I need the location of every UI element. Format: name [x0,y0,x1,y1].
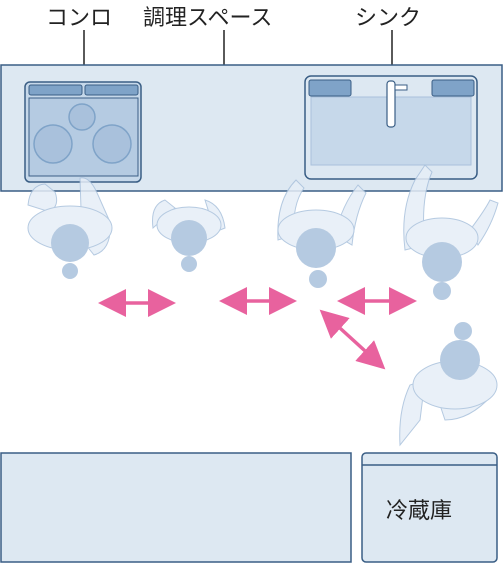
prep-space-label: 調理スペース [143,6,273,31]
person-4 [403,164,499,300]
sink-label: シンク [355,6,422,31]
person-1 [27,177,113,279]
stove [24,81,142,183]
fridge-label: 冷蔵庫 [386,499,453,524]
refrigerator [361,452,498,563]
sink [304,75,478,180]
person-3 [277,179,367,288]
bottom-counter [0,452,352,563]
stove-label: コンロ [46,6,113,31]
movement-arrows [98,287,417,370]
person-2 [152,199,226,272]
person-5 [399,322,498,447]
arrow-center-fridge [319,309,386,370]
